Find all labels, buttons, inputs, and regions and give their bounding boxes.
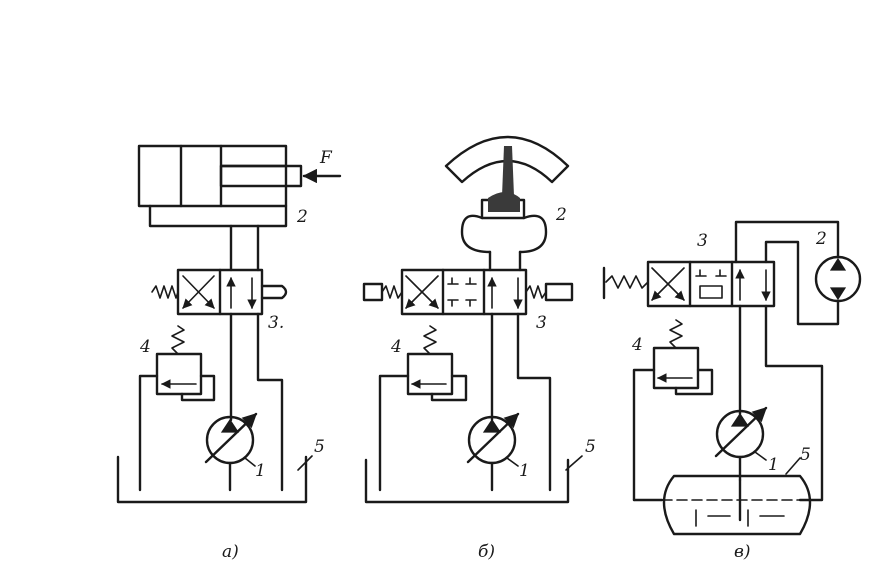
label-relief-b: 4 <box>390 337 402 357</box>
label-motor-c: 2 <box>815 229 827 249</box>
rotary-actuator <box>444 135 570 254</box>
caption-b: б) <box>478 542 495 562</box>
relief-valve <box>378 325 468 492</box>
label-tank-b: 5 <box>585 437 596 457</box>
pump <box>204 412 258 492</box>
force-label: F <box>319 148 333 168</box>
diagram-b: 2 3 <box>362 135 596 562</box>
label-cylinder: 2 <box>296 207 308 227</box>
caption-c: в) <box>734 542 751 562</box>
label-pump-b: 1 <box>519 461 530 481</box>
hydraulic-cylinder <box>137 144 303 228</box>
label-valve-a: 3. <box>268 313 284 333</box>
label-relief-c: 4 <box>631 335 643 355</box>
directional-valve <box>602 260 776 308</box>
pump <box>714 406 768 482</box>
tank <box>632 474 813 536</box>
tank <box>364 458 570 504</box>
hydraulic-motor <box>734 220 862 326</box>
caption-a: а) <box>222 542 239 562</box>
diagram-c: 2 3 4 <box>602 220 862 562</box>
label-rotary-b: 2 <box>555 205 567 225</box>
directional-valve <box>151 268 288 316</box>
label-tank-c: 5 <box>800 445 811 465</box>
label-tank-a: 5 <box>314 437 325 457</box>
label-relief-a: 4 <box>139 337 151 357</box>
label-pump-a: 1 <box>255 461 266 481</box>
diagram-a: F 2 3. <box>116 144 342 562</box>
tank <box>116 455 308 504</box>
directional-valve <box>362 268 574 316</box>
label-valve-b: 3 <box>536 313 547 333</box>
relief-valve <box>138 325 216 492</box>
label-pump-c: 1 <box>768 455 779 475</box>
pump <box>466 412 520 492</box>
relief-valve <box>632 319 714 502</box>
label-valve-c: 3 <box>697 231 708 251</box>
force-arrow: F <box>302 148 342 184</box>
